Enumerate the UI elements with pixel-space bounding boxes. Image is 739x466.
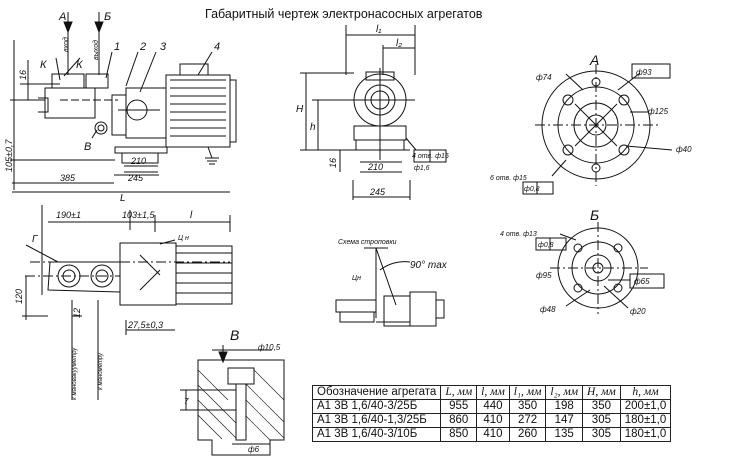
- dim-120: 120: [14, 289, 24, 304]
- table-cell: 410: [476, 427, 510, 442]
- top-view: [22, 205, 233, 400]
- dim-l1: l₁: [376, 24, 381, 35]
- col-l1: l₁, мм: [508, 385, 547, 400]
- dim-d74: ф74: [536, 73, 552, 82]
- table-cell: 350: [582, 399, 621, 414]
- table-cell: 350: [508, 399, 547, 414]
- table-cell: 305: [582, 427, 621, 442]
- table-cell: 305: [582, 413, 621, 428]
- table-row: А1 3В 1,6/40-3/25Б 955 440 350 198 350 2…: [311, 399, 672, 414]
- tolerance-1-6: ф1,6: [414, 165, 430, 172]
- dim-190: 190±1: [56, 210, 81, 220]
- dim-H: H: [296, 104, 304, 115]
- dim-16: 16: [18, 70, 28, 80]
- table-cell: А1 3В 1,6/40-3/10Б: [311, 427, 442, 442]
- table-cell: А1 3В 1,6/40-3/25Б: [311, 399, 442, 414]
- item-4-label: 4: [214, 41, 220, 53]
- dim-103: 103±1,5: [122, 210, 155, 220]
- k-label-left: К: [40, 59, 47, 71]
- view-b-title: Б: [590, 207, 599, 223]
- k-label-right: К: [76, 59, 83, 71]
- drawing-title: Габаритный чертеж электронасосных агрега…: [205, 7, 483, 21]
- ts-n-label: Ц н: [178, 235, 189, 242]
- table-cell: 147: [545, 413, 584, 428]
- dim-d95: ф95: [536, 271, 552, 280]
- view-v-title: В: [230, 327, 239, 343]
- dim-d40: ф40: [676, 145, 692, 154]
- view-b-arrow-label: Б: [104, 11, 111, 23]
- dim-d93: ф93: [636, 68, 652, 77]
- outlet-label: выход: [92, 40, 100, 60]
- dim-l2: l₂: [396, 38, 402, 49]
- dim-h: h: [310, 122, 316, 133]
- table-cell: 180±1,0: [619, 413, 672, 428]
- dim-27-5: 27,5±0,3: [127, 320, 163, 330]
- table-cell: 860: [440, 413, 478, 428]
- dim-16-side: 16: [328, 158, 338, 168]
- tolerance-0-8-a: ф0,8: [524, 186, 540, 193]
- dim-d6: ф6: [248, 445, 260, 454]
- col-designation: Обозначение агрегата: [311, 385, 442, 400]
- item-1-label: 1: [114, 41, 120, 53]
- to-vacuum-gauge: к мановакууметру: [72, 347, 78, 400]
- view-a: [522, 63, 673, 195]
- table-cell: 180±1,0: [619, 427, 672, 442]
- dim-d65: ф65: [634, 277, 650, 286]
- dim-d48: ф48: [540, 305, 556, 314]
- to-manometer: к манометру: [98, 352, 104, 390]
- ts-n-label-2: Цн: [352, 275, 361, 282]
- dim-245-side: 245: [369, 187, 386, 197]
- table-cell: 135: [545, 427, 584, 442]
- col-l2: l₂, мм: [545, 385, 584, 400]
- item-3-label: 3: [160, 41, 167, 53]
- holes-4-15: 4 отв. ф15: [412, 153, 449, 160]
- col-h: h, мм: [619, 385, 672, 400]
- table-cell: 440: [476, 399, 510, 414]
- sling-scheme: [335, 247, 445, 327]
- dim-d10-5: ф10,5: [258, 343, 281, 352]
- table-cell: 410: [476, 413, 510, 428]
- front-view: [10, 12, 237, 193]
- dim-245: 245: [127, 173, 144, 183]
- table-row: А1 3В 1,6/40-1,3/25Б 860 410 272 147 305…: [311, 413, 672, 428]
- dim-12: 12: [72, 308, 82, 318]
- holes-6-15: 6 отв. ф15: [490, 175, 527, 182]
- tolerance-0-8-b: ф0,8: [538, 242, 554, 249]
- dim-d20: ф20: [630, 307, 646, 316]
- dim-d125: ф125: [648, 107, 669, 116]
- col-l: l, мм: [476, 385, 510, 400]
- dim-210-side: 210: [367, 162, 383, 172]
- col-H: H, мм: [582, 385, 621, 400]
- dim-105: 105±0,7: [4, 139, 14, 172]
- table-cell: 272: [508, 413, 547, 428]
- dim-L: L: [120, 193, 126, 204]
- dim-210: 210: [130, 156, 146, 166]
- table-row: А1 3В 1,6/40-3/10Б 850 410 260 135 305 1…: [311, 427, 672, 442]
- sling-scheme-label: Схема строповки: [338, 239, 397, 246]
- dim-385: 385: [60, 173, 76, 183]
- table-cell: 955: [440, 399, 478, 414]
- dimensions-table: Обозначение агрегата L, мм l, мм l₁, мм …: [311, 385, 672, 442]
- v-arrow-label: В: [84, 141, 91, 153]
- table-cell: 200±1,0: [619, 399, 672, 414]
- item-2-label: 2: [139, 41, 146, 53]
- view-a-arrow-label: А: [58, 11, 66, 23]
- dim-l: l: [190, 210, 193, 221]
- g-label: Г: [32, 234, 39, 245]
- section-v: [180, 345, 285, 456]
- table-cell: 198: [545, 399, 584, 414]
- side-view: [300, 25, 447, 200]
- inlet-label: вход: [62, 37, 70, 52]
- table-cell: 850: [440, 427, 478, 442]
- dim-7: 7: [184, 397, 189, 406]
- table-cell: А1 3В 1,6/40-1,3/25Б: [311, 413, 442, 428]
- col-L: L, мм: [440, 385, 478, 400]
- view-a-title: А: [589, 52, 599, 68]
- holes-4-13: 4 отв. ф13: [500, 231, 537, 238]
- angle-90-max: 90° max: [410, 260, 448, 271]
- table-header-row: Обозначение агрегата L, мм l, мм l₁, мм …: [311, 385, 672, 400]
- table-cell: 260: [508, 427, 547, 442]
- view-b: [535, 222, 665, 314]
